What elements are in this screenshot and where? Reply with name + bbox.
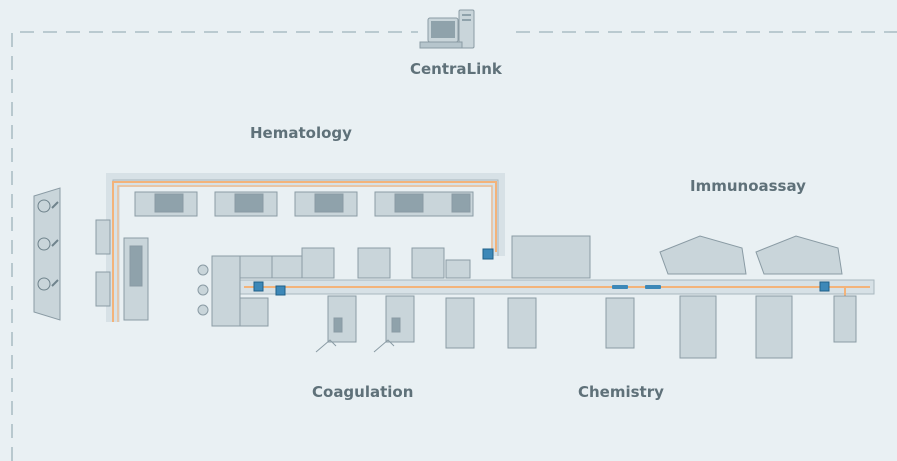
hematology-track — [106, 173, 505, 322]
sample-loader-icon — [33, 187, 61, 321]
hematology-label: Hematology — [250, 124, 352, 142]
hematology-analyzers — [134, 191, 474, 217]
left-input-module — [95, 219, 149, 321]
coagulation-label: Coagulation — [312, 383, 414, 401]
track-junction-icon — [253, 248, 830, 296]
pre-analytic-modules — [197, 247, 471, 327]
centralink-label: CentraLink — [410, 60, 502, 78]
immunoassay-label: Immunoassay — [690, 177, 806, 195]
immunoassay-analyzers — [659, 235, 857, 359]
chemistry-label: Chemistry — [578, 383, 664, 401]
centralink-workstation-icon — [419, 9, 475, 49]
network-boundary — [11, 31, 897, 461]
chemistry-analyzers — [445, 235, 635, 349]
coagulation-analyzers — [315, 295, 415, 353]
sample-tube-icon — [612, 285, 661, 289]
